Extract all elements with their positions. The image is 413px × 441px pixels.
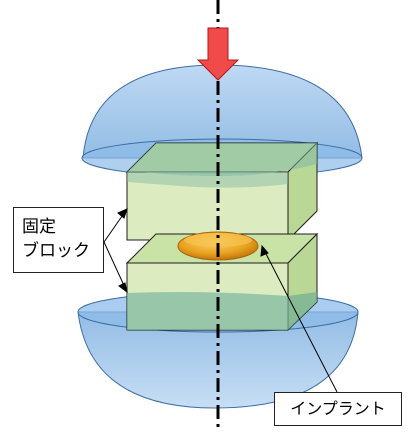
load-arrow: [196, 27, 240, 81]
fixing-block-label-line2: ブロック: [22, 241, 90, 261]
fixing-block-label-line1: 固定: [22, 217, 56, 237]
implant-leader-line: [260, 244, 338, 393]
upper-fixing-block: [125, 141, 319, 242]
fixing-block-label: 固定 ブロック: [13, 207, 104, 273]
block-leader-lines: [103, 208, 128, 294]
implant-label: インプラント: [274, 392, 402, 426]
